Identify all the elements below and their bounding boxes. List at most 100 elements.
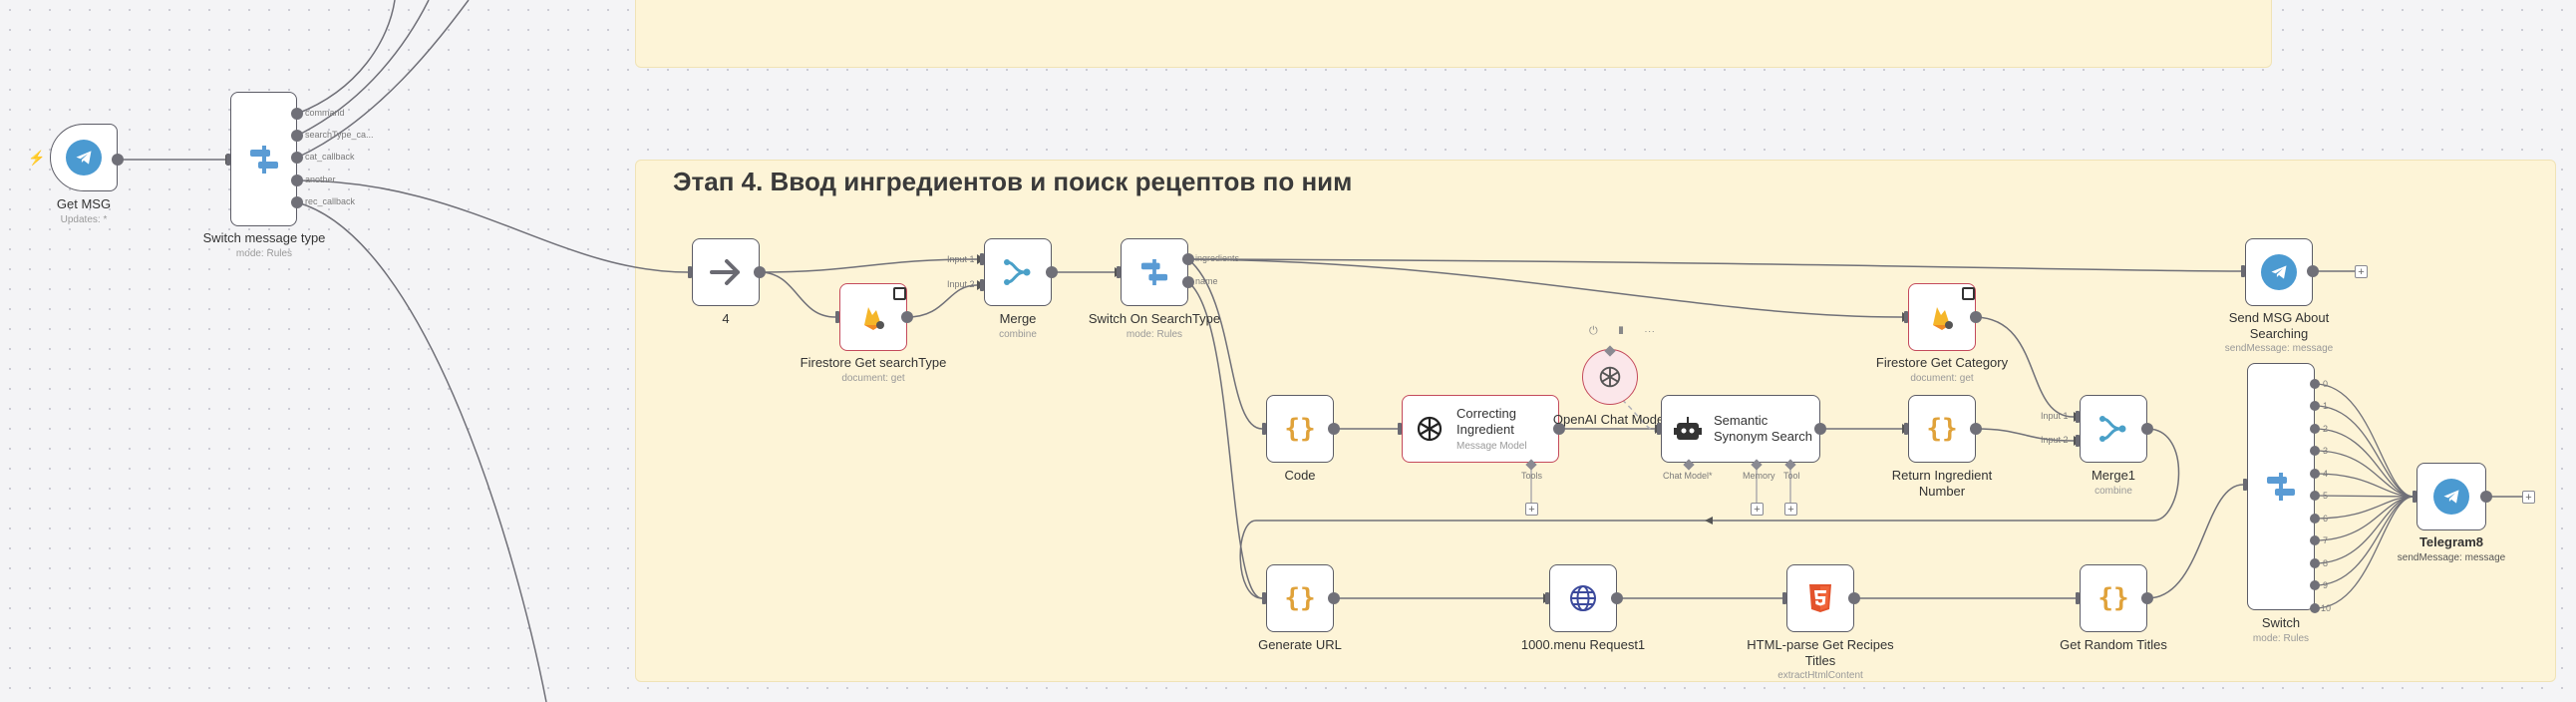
firestore-get-category-expand-icon[interactable]: [1962, 287, 1975, 300]
globe-icon: [1570, 585, 1596, 611]
switch-output-4[interactable]: [2310, 469, 2320, 479]
switch-on-searchtype-node[interactable]: [1121, 238, 1188, 306]
merge-output[interactable]: [1046, 266, 1058, 278]
telegram-input[interactable]: [2413, 491, 2416, 503]
switch-output-10[interactable]: [2310, 603, 2320, 613]
firestore-searchtype-input[interactable]: [835, 311, 839, 323]
menu-request-label: 1000.menu Request1: [1520, 637, 1646, 652]
switch-message-type-node[interactable]: [230, 92, 297, 226]
get-random-titles-input[interactable]: [2076, 592, 2080, 604]
semantic-synonym-search-title: Semantic Synonym Search: [1714, 413, 1812, 444]
firestore-category-input[interactable]: [1904, 311, 1908, 323]
output-port-ingredients[interactable]: [1182, 253, 1194, 265]
firestore-searchtype-output[interactable]: [901, 311, 913, 323]
telegram-add-button[interactable]: +: [2522, 491, 2535, 504]
switch-output-label-0: 0: [2323, 379, 2329, 389]
merge1-input-1[interactable]: [2076, 411, 2080, 423]
generate-url-node[interactable]: {}: [1266, 564, 1334, 632]
add-memory-button[interactable]: +: [1751, 503, 1764, 516]
openai-chat-model-node[interactable]: [1582, 349, 1638, 405]
telegram-output[interactable]: [2480, 491, 2492, 503]
send-msg-output[interactable]: [2307, 265, 2319, 277]
firestore-get-category-node[interactable]: [1908, 283, 1976, 351]
firestore-category-output[interactable]: [1970, 311, 1982, 323]
merge-input-2[interactable]: [980, 279, 984, 291]
semantic-synonym-search-output[interactable]: [1814, 423, 1826, 435]
return-ingredient-output[interactable]: [1970, 423, 1982, 435]
output-port-searchtype[interactable]: [291, 130, 303, 142]
firebase-icon: [864, 307, 884, 330]
get-random-titles-output[interactable]: [2141, 592, 2153, 604]
node-4-output[interactable]: [754, 266, 766, 278]
switch-output-9[interactable]: [2310, 580, 2320, 590]
return-ingredient-number-label: Return Ingredient Number: [1891, 468, 1993, 499]
openai-icon: [1599, 366, 1621, 388]
semantic-synonym-search-input[interactable]: [1657, 423, 1661, 435]
code-node[interactable]: {}: [1266, 395, 1334, 463]
switch-on-searchtype-input[interactable]: [1117, 266, 1121, 278]
switch-output-2[interactable]: [2310, 424, 2320, 434]
menu-request-input[interactable]: [1545, 592, 1549, 604]
output-port-name[interactable]: [1182, 276, 1194, 288]
openai-chat-model-toolbar[interactable]: ⏻ ▮ ⋯: [1589, 325, 1664, 337]
merge-node[interactable]: [984, 238, 1052, 306]
output-port-cat-callback[interactable]: [291, 152, 303, 164]
correcting-ingredient-input[interactable]: [1398, 423, 1402, 435]
send-msg-add-button[interactable]: +: [2355, 265, 2368, 278]
correcting-ingredient-output[interactable]: [1553, 423, 1565, 435]
node-4-input[interactable]: [688, 266, 692, 278]
menu-request-node[interactable]: [1549, 564, 1617, 632]
output-port-rec-callback[interactable]: [291, 196, 303, 208]
switch-output-6[interactable]: [2310, 514, 2320, 524]
switch-message-type-input[interactable]: [226, 154, 230, 166]
merge-input-1[interactable]: [980, 253, 984, 265]
send-msg-about-searching-node[interactable]: [2245, 238, 2313, 306]
sticky-note-top[interactable]: [635, 0, 2272, 68]
html-parse-node[interactable]: [1786, 564, 1854, 632]
switch-input[interactable]: [2243, 479, 2247, 491]
openai-chat-model-label: OpenAI Chat Model: [1552, 412, 1668, 427]
output-port-command[interactable]: [291, 108, 303, 120]
add-tool-button[interactable]: +: [1784, 503, 1797, 516]
generate-url-input[interactable]: [1262, 592, 1266, 604]
switch-output-label-3: 3: [2323, 446, 2329, 456]
generate-url-output[interactable]: [1328, 592, 1340, 604]
switch-output-3[interactable]: [2310, 446, 2320, 456]
return-ingredient-number-node[interactable]: {}: [1908, 395, 1976, 463]
correcting-ingredient-sub: Message Model: [1456, 441, 1527, 452]
html-parse-output[interactable]: [1848, 592, 1860, 604]
output-port-another[interactable]: [291, 175, 303, 186]
correcting-ingredient-add-tool-button[interactable]: +: [1525, 503, 1538, 516]
node-4[interactable]: [692, 238, 760, 306]
merge1-output[interactable]: [2141, 423, 2153, 435]
merge1-node[interactable]: [2080, 395, 2147, 463]
firestore-get-searchtype-expand-icon[interactable]: [893, 287, 906, 300]
switch-on-searchtype-label: Switch On SearchType: [1088, 311, 1221, 326]
tool-port-label: Tool: [1783, 471, 1800, 481]
switch-icon: [2267, 473, 2295, 501]
merge-icon: [2099, 416, 2126, 442]
merge-input-2-label: Input 2: [947, 279, 975, 289]
switch-output-1[interactable]: [2310, 401, 2320, 411]
switch-output-5[interactable]: [2310, 491, 2320, 501]
switch-output-8[interactable]: [2310, 558, 2320, 568]
firestore-get-searchtype-node[interactable]: [839, 283, 907, 351]
get-random-titles-node[interactable]: {}: [2080, 564, 2147, 632]
code-input[interactable]: [1262, 423, 1266, 435]
correcting-ingredient-node[interactable]: Correcting Ingredient Message Model: [1402, 395, 1559, 463]
html-parse-input[interactable]: [1782, 592, 1786, 604]
code-icon: {}: [1926, 414, 1958, 444]
switch-node[interactable]: [2247, 363, 2315, 610]
menu-request-output[interactable]: [1611, 592, 1623, 604]
switch-output-0[interactable]: [2310, 379, 2320, 389]
merge1-input-2[interactable]: [2076, 435, 2080, 447]
semantic-synonym-search-node[interactable]: Semantic Synonym Search: [1661, 395, 1820, 463]
send-msg-input[interactable]: [2241, 265, 2245, 277]
html-parse-label: HTML-parse Get Recipes Titles: [1747, 637, 1894, 668]
get-msg-node[interactable]: [50, 124, 118, 191]
code-output[interactable]: [1328, 423, 1340, 435]
telegram-node[interactable]: [2416, 463, 2486, 530]
get-msg-output[interactable]: [112, 154, 124, 166]
return-ingredient-input[interactable]: [1904, 423, 1908, 435]
switch-output-7[interactable]: [2310, 535, 2320, 545]
